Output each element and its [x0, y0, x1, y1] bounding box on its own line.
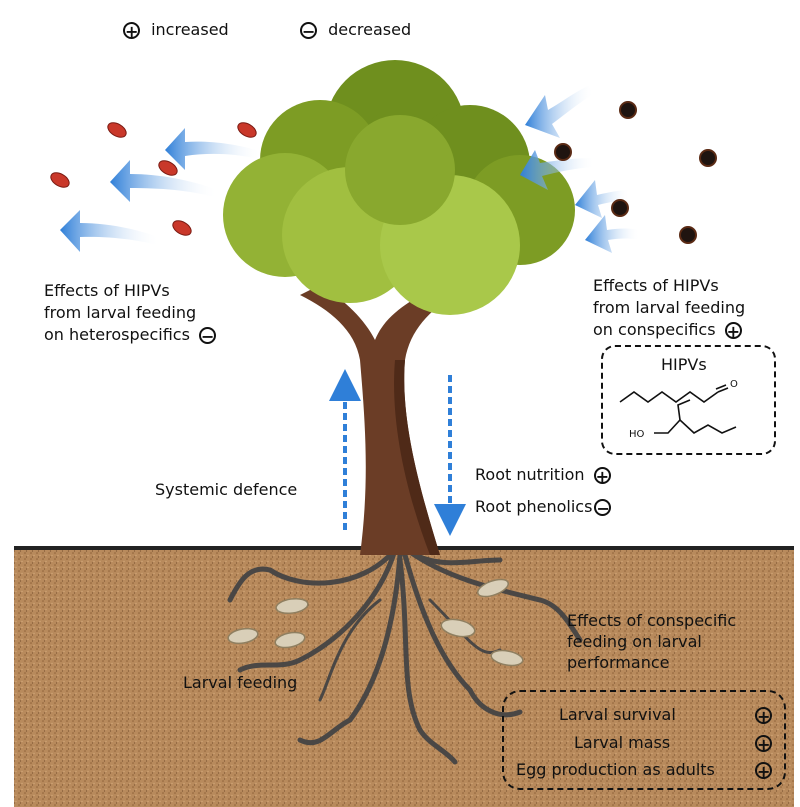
- weevil-icon: [237, 122, 257, 138]
- left-wind-arrows: [60, 128, 262, 252]
- beetle-icon: [699, 149, 717, 167]
- conspecifics-label: Effects of HIPVs from larval feeding on …: [593, 276, 746, 341]
- root-phenolics-label: Root phenolics−: [475, 497, 612, 518]
- performance-row-survival: Larval survival: [559, 705, 676, 724]
- minus-icon: −: [594, 499, 612, 518]
- minus-icon: −: [300, 22, 317, 41]
- right-wind-arrows: [520, 86, 640, 253]
- beetle-icon: [619, 101, 637, 119]
- larva: [490, 649, 524, 667]
- performance-row-egg: Egg production as adults: [516, 760, 715, 779]
- alcohol-hydroxyl: HO: [629, 429, 645, 440]
- conspecific-feeding-label: Effects of conspecific feeding on larval…: [567, 611, 737, 672]
- beetle-icon: [611, 199, 629, 217]
- systemic-defence-label: Systemic defence: [155, 480, 298, 499]
- red-weevils: [50, 122, 257, 236]
- performance-box: Larval survival + Larval mass + Egg prod…: [502, 690, 786, 790]
- hipv-aldehyde-structure: [619, 384, 729, 403]
- dark-beetles: [554, 101, 717, 244]
- tree-trunk: [300, 285, 455, 555]
- plus-icon: +: [123, 22, 140, 41]
- heterospecifics-label: Effects of HIPVs from larval feeding on …: [44, 281, 217, 346]
- larva: [275, 597, 309, 615]
- tree-canopy: [223, 60, 575, 315]
- beetle-icon: [554, 143, 572, 161]
- legend-increased: + increased: [123, 20, 229, 41]
- minus-icon: −: [199, 327, 217, 346]
- plus-icon: +: [755, 735, 772, 754]
- weevil-icon: [158, 160, 178, 176]
- root-nutrition-label: Root nutrition +: [475, 465, 611, 486]
- larval-feeding-label: Larval feeding: [183, 673, 298, 692]
- plus-icon: +: [724, 322, 742, 341]
- roots: [227, 547, 583, 765]
- weevil-icon: [107, 122, 127, 138]
- plus-icon: +: [755, 707, 772, 726]
- aldehyde-oxygen: O: [730, 379, 738, 390]
- hipv-alcohol-structure: [654, 399, 737, 434]
- larvae: [227, 578, 524, 667]
- plus-icon: +: [593, 467, 611, 486]
- larva: [440, 618, 476, 638]
- hipvs-box: HIPVs O HO: [601, 345, 776, 455]
- weevil-icon: [172, 220, 192, 236]
- hipvs-title: HIPVs: [661, 355, 707, 374]
- beetle-icon: [679, 226, 697, 244]
- larva: [274, 631, 306, 649]
- plus-icon: +: [755, 762, 772, 781]
- larva: [477, 578, 509, 598]
- larva: [227, 627, 259, 645]
- legend-decreased: − decreased: [300, 20, 412, 41]
- weevil-icon: [50, 172, 70, 188]
- performance-row-mass: Larval mass: [574, 733, 671, 752]
